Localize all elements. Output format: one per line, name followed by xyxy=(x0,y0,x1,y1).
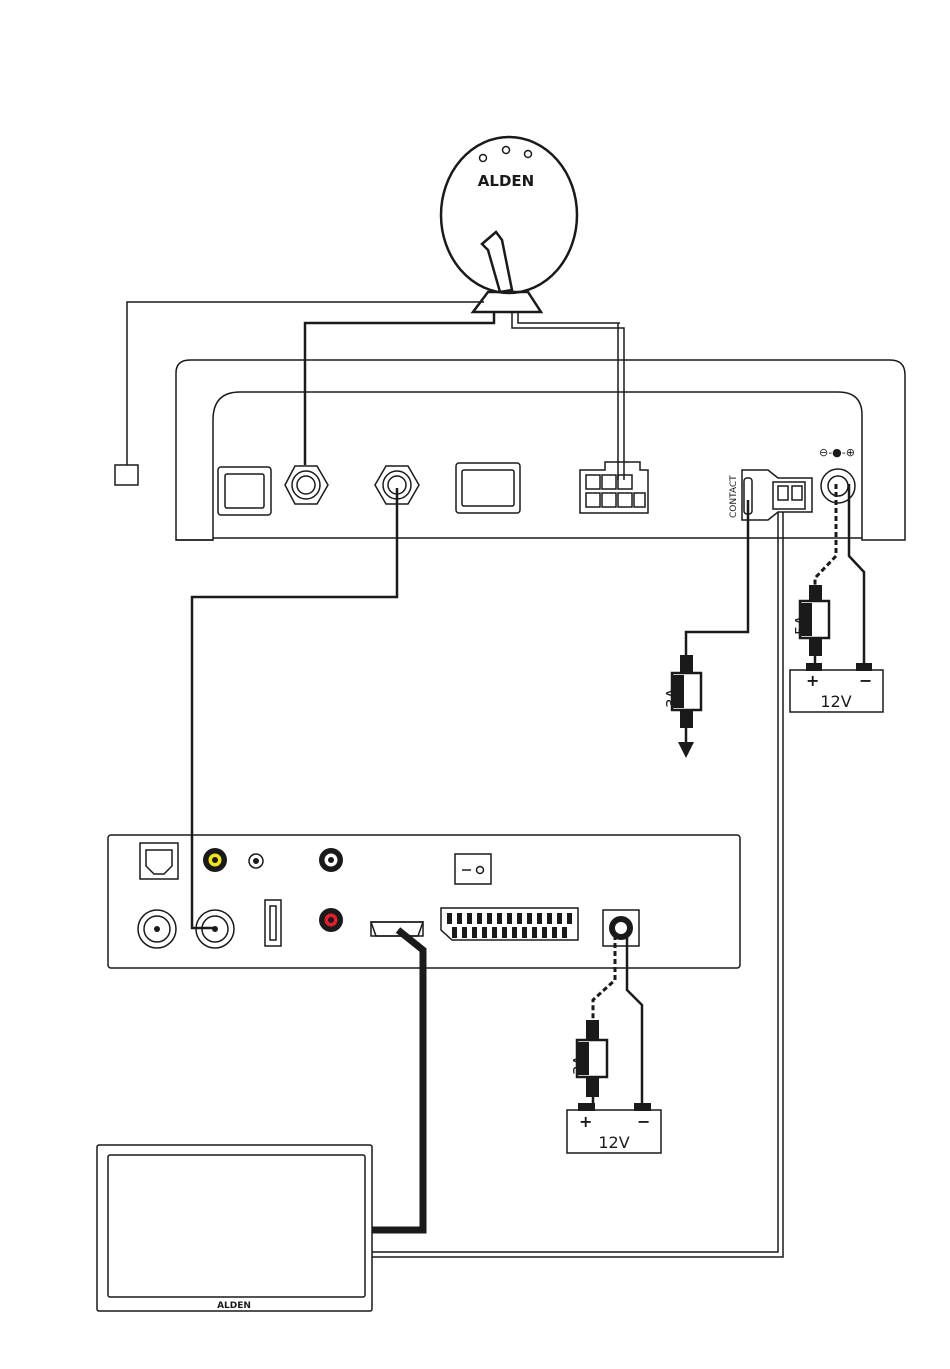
mini-jack-port[interactable] xyxy=(249,854,263,868)
battery-unit-voltage: 12V xyxy=(820,692,851,711)
fuse-receiver-label: 3A xyxy=(570,1054,588,1075)
power-switch[interactable] xyxy=(455,854,491,884)
rca-red-port[interactable] xyxy=(319,908,343,932)
rca-black-port[interactable] xyxy=(319,848,343,872)
battery-receiver-voltage: 12V xyxy=(598,1133,629,1152)
battery-receiver-plus: + xyxy=(579,1112,592,1131)
battery-unit: + − 12V xyxy=(790,663,883,712)
battery-unit-plus: + xyxy=(806,671,819,690)
power-polarity-symbol: ⊖-●-⊕ xyxy=(819,446,855,459)
hdmi-port[interactable] xyxy=(371,922,423,936)
rj-port-left[interactable] xyxy=(218,467,271,515)
contact-label: CONTACT xyxy=(729,475,739,518)
receiver-dc-input[interactable] xyxy=(603,910,639,946)
antenna-in-port[interactable] xyxy=(196,910,234,948)
f-connector-dish[interactable] xyxy=(285,466,328,504)
rca-yellow-port[interactable] xyxy=(203,848,227,872)
fuse-contact: 3A xyxy=(663,655,701,728)
battery-receiver: + − 12V xyxy=(567,1103,661,1153)
fuse-receiver: 3A xyxy=(570,1020,607,1097)
optical-port[interactable] xyxy=(140,843,178,879)
tv: ALDEN xyxy=(97,1145,372,1311)
fuse-power: 5A xyxy=(792,585,829,656)
sensor-box xyxy=(115,465,138,485)
eight-pin-connector[interactable] xyxy=(580,462,648,513)
antenna-out-port[interactable] xyxy=(138,910,176,948)
contact-arrow xyxy=(678,742,694,758)
dish-brand-label: ALDEN xyxy=(478,172,534,190)
tv-brand-label: ALDEN xyxy=(217,1301,251,1311)
control-unit: CONTACT ⊖-●-⊕ xyxy=(176,360,905,540)
rj-port-right[interactable] xyxy=(456,463,520,513)
fuse-power-label: 5A xyxy=(792,614,810,635)
scart-port[interactable] xyxy=(441,908,578,940)
satellite-dish: ALDEN xyxy=(441,137,577,312)
battery-receiver-minus: − xyxy=(637,1112,650,1131)
battery-unit-minus: − xyxy=(859,671,872,690)
usb-port[interactable] xyxy=(265,900,281,946)
contact-connector[interactable] xyxy=(742,470,812,520)
